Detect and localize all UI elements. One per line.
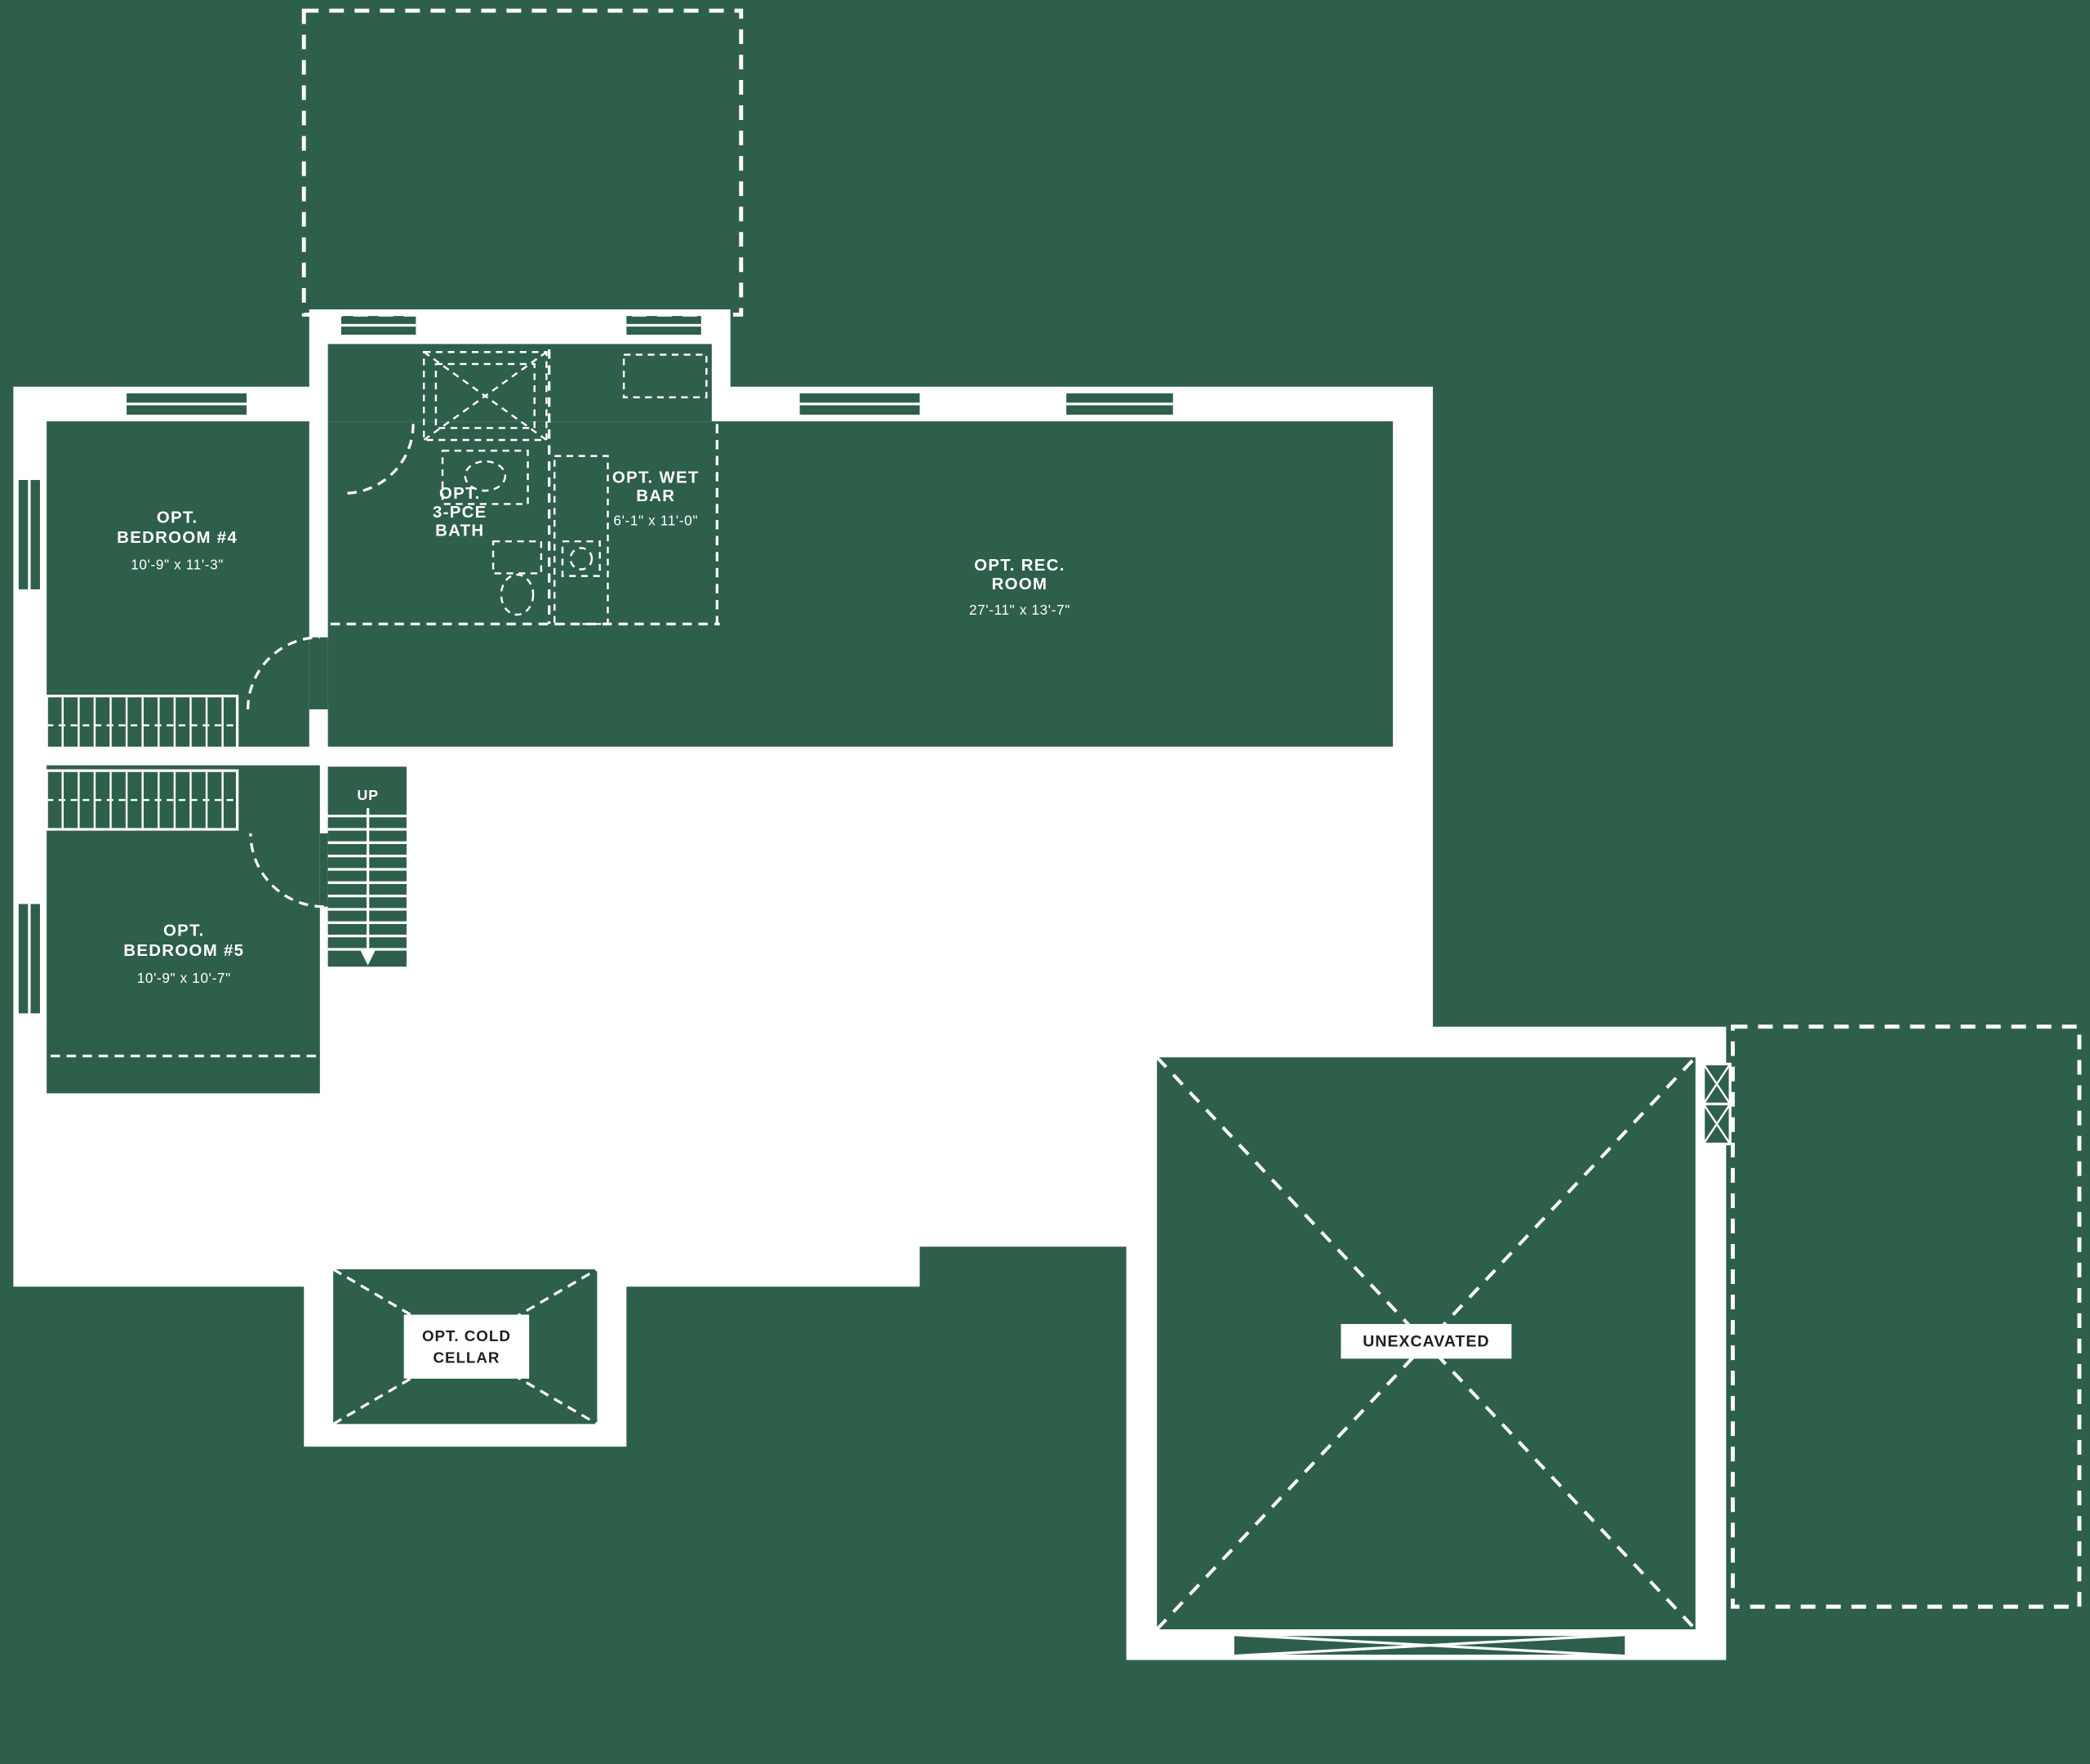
porch-outline-dashed [301, 8, 744, 317]
cold-cellar-label-line2: CELLAR [433, 1349, 500, 1366]
wet-bar-label: OPT. WET BAR 6'-1" x 11'-0" [612, 469, 700, 529]
garage-door-opening [1231, 1633, 1628, 1658]
door-swings [247, 424, 415, 909]
bedroom5-door-opening [319, 833, 328, 907]
stairs-up [327, 807, 407, 966]
cold-cellar: OPT. COLD CELLAR [332, 1268, 598, 1425]
rec-room-label: OPT. REC. ROOM 27'-11" x 13'-7" [969, 557, 1070, 618]
bedroom4-label-line1: OPT. [157, 509, 198, 527]
bath-label-line1: OPT. [439, 485, 481, 503]
cold-cellar-label-box [403, 1314, 530, 1379]
cold-cellar-label-line1: OPT. COLD [422, 1327, 511, 1344]
bath-label-line3: BATH [435, 522, 484, 540]
side-stair-lower [45, 769, 239, 831]
vanity-sink [464, 460, 506, 492]
unexcavated-label-box [1341, 1323, 1512, 1359]
garage-extension-outline-dashed [1731, 1024, 2082, 1609]
bath-door-swing [344, 424, 415, 495]
bath-fixtures [330, 349, 720, 626]
unexcavated-area: UNEXCAVATED [1155, 1055, 1732, 1658]
windows [18, 316, 1173, 1014]
bedroom4-label-line2: BEDROOM #4 [117, 529, 238, 547]
toilet-bowl [500, 573, 535, 616]
bath-alcove-floor [327, 344, 712, 422]
unexcavated-right-vent-2 [1701, 1102, 1732, 1146]
shower-inner [434, 362, 536, 429]
rec-room-label-line1: OPT. REC. [974, 557, 1065, 575]
rec-room-label-line2: ROOM [992, 575, 1048, 593]
wet-bar-sink-basin [569, 547, 594, 571]
window-bedroom4-left [18, 480, 40, 589]
window-bath-top [340, 316, 416, 335]
wet-bar-dims: 6'-1" x 11'-0" [613, 513, 698, 529]
bedroom5-label: OPT. BEDROOM #5 10'-9" x 10'-7" [123, 922, 244, 986]
room-labels: OPT. BEDROOM #4 10'-9" x 11'-3" OPT. 3-P… [117, 469, 1070, 986]
bedroom5-label-line2: BEDROOM #5 [123, 942, 244, 960]
bedroom4-door-swing [247, 636, 320, 709]
wet-bar-label-line2: BAR [636, 487, 675, 505]
rec-room-dims: 27'-11" x 13'-7" [969, 602, 1070, 618]
bedroom4-door-opening [309, 637, 328, 709]
window-wet-bar-top [626, 316, 701, 335]
bedroom5-floor [47, 765, 320, 1094]
wet-bar-upper-cabinet [622, 353, 708, 398]
bedroom5-label-line1: OPT. [163, 922, 205, 940]
rec-room-floor [327, 421, 1394, 747]
wet-bar-label-line1: OPT. WET [612, 469, 700, 487]
bath-label: OPT. 3-PCE BATH [433, 485, 487, 540]
vanity-counter [441, 449, 529, 505]
unexcavated-label: UNEXCAVATED [1363, 1333, 1489, 1351]
window-bedroom5-left [18, 904, 40, 1014]
unexcavated-right-vent-1 [1701, 1062, 1732, 1106]
wet-bar-sink [561, 540, 601, 577]
window-rec-room-top-2 [1066, 393, 1173, 415]
bedroom5-dims: 10'-9" x 10'-7" [137, 970, 231, 986]
bedroom4-floor [47, 421, 309, 747]
wet-bar-fixtures [553, 353, 718, 625]
bedroom4-dims: 10'-9" x 11'-3" [131, 556, 224, 572]
bath-label-line2: 3-PCE [433, 504, 487, 522]
side-stair-upper [45, 695, 239, 757]
bedroom5-door-swing [249, 833, 324, 909]
bedroom4-label: OPT. BEDROOM #4 10'-9" x 11'-3" [117, 509, 238, 572]
shower-outline [422, 350, 548, 442]
window-rec-room-top-1 [799, 393, 920, 415]
stair-direction-arrow [359, 949, 376, 966]
wet-bar-counter [553, 455, 609, 625]
window-bedroom4-top [127, 393, 247, 415]
stairs-up-label: UP [357, 787, 379, 803]
